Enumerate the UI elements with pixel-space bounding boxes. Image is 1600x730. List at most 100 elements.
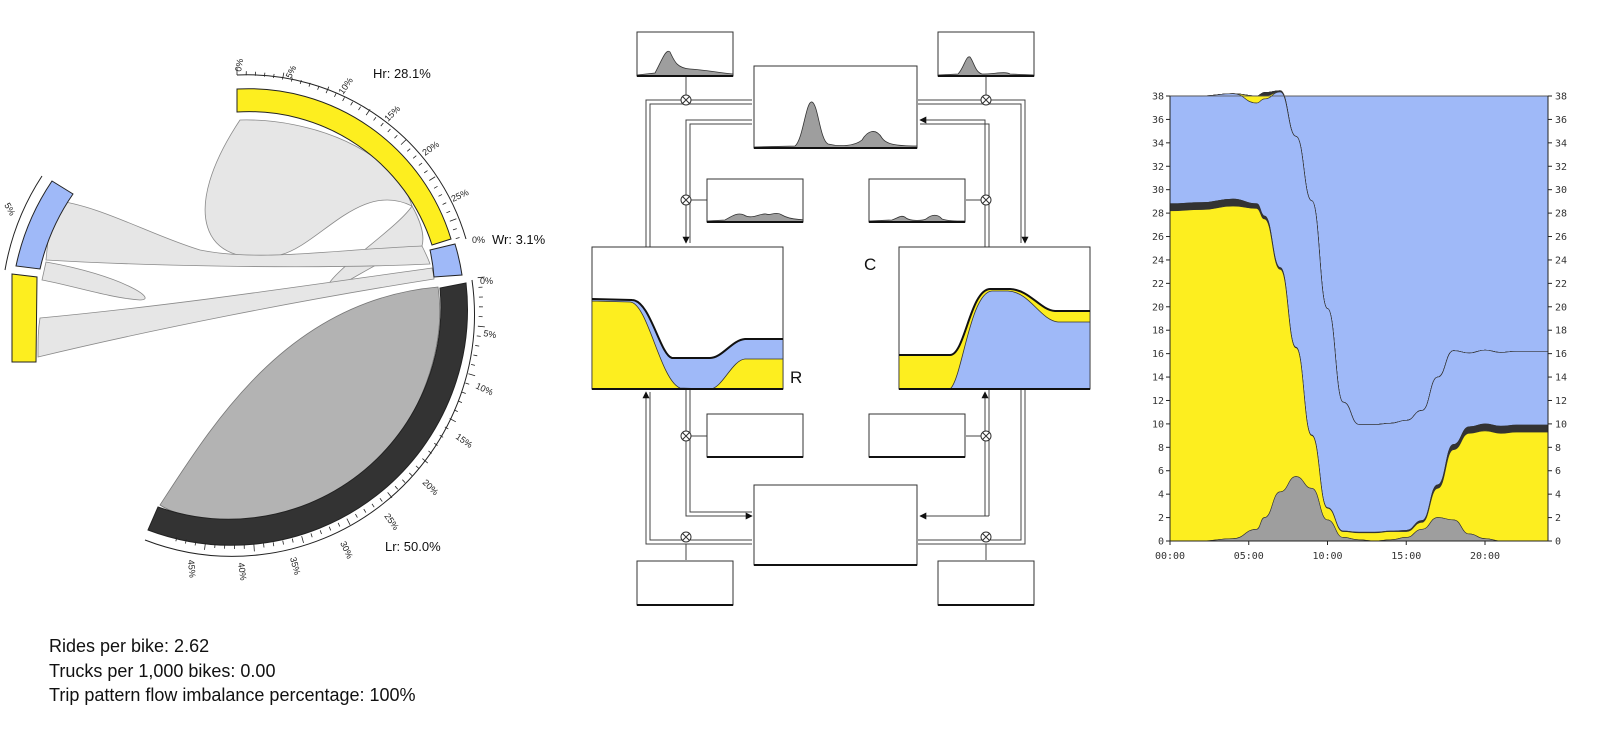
box-small-tr <box>937 31 1035 77</box>
stats-panel: Rides per bike: 2.62 Trucks per 1,000 bi… <box>49 634 416 708</box>
chord-label-hr: Hr: 28.1% <box>373 66 431 81</box>
box-small-tl <box>636 31 734 77</box>
y-tick-label-left: 32 <box>1152 162 1164 173</box>
chord-tick-label-0: 0% <box>233 58 245 73</box>
chord-tick-lr <box>346 518 351 526</box>
chord-tick-label-wr-0: 0% <box>472 235 485 245</box>
y-tick-label-right: 16 <box>1555 349 1567 360</box>
y-tick-label-right: 0 <box>1555 537 1561 548</box>
y-tick-label-right: 28 <box>1555 209 1567 220</box>
chord-tick-hr <box>446 210 451 214</box>
y-tick-label-right: 24 <box>1555 255 1567 266</box>
chord-tick-lr <box>282 540 284 545</box>
connector-bottom-left-outer-b <box>649 392 752 541</box>
chord-tick-hr <box>455 237 460 240</box>
chord-ribbon-lr-self <box>159 286 441 521</box>
chord-tick-label-lr-5: 5% <box>483 328 498 340</box>
connector-top-right-outer-b <box>918 103 1022 243</box>
chord-tick-label-25: 25% <box>450 187 471 204</box>
flow-mult-nodes <box>680 94 992 543</box>
chord-tick-lr <box>204 542 206 550</box>
connector-bottom-right-outer-b <box>918 390 1022 541</box>
chord-tick-hr <box>429 176 436 181</box>
chord-tick-lr <box>475 345 480 347</box>
chord-tick-lr <box>439 434 444 438</box>
y-tick-label-left: 20 <box>1152 302 1164 313</box>
connector-top-right-outer <box>918 99 1029 244</box>
chord-tick-label-lr-30: 30% <box>338 540 355 561</box>
chord-tick-hr <box>290 77 293 82</box>
chord-tick-lr <box>465 382 470 385</box>
chord-tick-label-lr-40: 40% <box>236 562 248 581</box>
chord-tick-hr <box>423 170 428 174</box>
chord-tick-label-lr-0: 0% <box>480 276 493 286</box>
chord-tick-label-15: 15% <box>382 104 402 124</box>
chord-ribbon-wr-lr <box>37 267 435 358</box>
chord-tick-lr <box>194 541 197 546</box>
chord-tick-lr <box>468 373 476 377</box>
chord-tick-hr <box>412 155 417 159</box>
box-small-bbl <box>636 560 734 606</box>
mult-node-tl <box>680 94 692 106</box>
y-tick-label-left: 8 <box>1158 443 1164 454</box>
chord-tick-label-20: 20% <box>420 139 440 158</box>
y-tick-label-left: 10 <box>1152 419 1164 430</box>
chord-tick-hr <box>350 101 353 106</box>
chord-arc-wr <box>429 243 463 278</box>
y-tick-label-left: 18 <box>1152 326 1164 337</box>
chord-tick-label-lr-10: 10% <box>474 381 495 398</box>
chord-tick-lr <box>337 522 341 527</box>
box-large-right <box>898 246 1091 390</box>
mult-node-bbr <box>980 531 992 543</box>
area-layers <box>1169 90 1549 542</box>
chord-tick-lr <box>415 465 420 469</box>
y-tick-label-right: 26 <box>1555 232 1567 243</box>
chord-arc-left-yellow <box>11 273 38 363</box>
mult-node-ml <box>680 194 692 206</box>
chord-tick-hr <box>317 85 320 90</box>
box-large-bottom <box>753 484 918 566</box>
chord-tick-lr <box>272 542 275 547</box>
chord-tick-hr <box>365 109 371 116</box>
connector-top-right-inner-b <box>920 123 990 247</box>
chord-tick-hr <box>406 148 411 152</box>
chord-tick-hr <box>452 228 457 231</box>
chord-tick-lr <box>434 442 438 446</box>
chord-tick-lr <box>422 458 429 464</box>
chord-arc-hr <box>236 88 452 246</box>
chord-tick-hr <box>273 73 275 78</box>
chord-tick-lr <box>363 508 367 513</box>
chord-tick-hr <box>438 194 443 197</box>
chord-tick-ring-left <box>4 175 43 271</box>
chord-tick-lr <box>477 325 485 328</box>
chord-tick-hr <box>308 82 311 87</box>
chord-tick-lr <box>328 526 332 531</box>
chord-tick-label-10: 10% <box>336 76 355 96</box>
mult-node-br <box>980 430 992 442</box>
chord-tick-label-lr-20: 20% <box>421 477 441 497</box>
y-tick-label-right: 30 <box>1555 185 1567 196</box>
chord-tick-lr <box>461 391 466 394</box>
chord-tick-ring-lr <box>144 279 475 557</box>
chord-tick-hr <box>299 79 302 85</box>
chord-ticks <box>175 68 485 552</box>
chord-tick-hr <box>380 122 384 127</box>
y-tick-label-right: 2 <box>1555 513 1561 524</box>
chord-tick-lr <box>291 538 294 543</box>
y-tick-label-left: 2 <box>1158 513 1164 524</box>
chord-tick-lr <box>394 485 399 490</box>
y-tick-label-left: 0 <box>1158 537 1164 548</box>
box-large-top <box>753 65 918 149</box>
y-tick-label-left: 38 <box>1152 92 1164 103</box>
connector-top-left-outer-b <box>649 103 752 247</box>
x-tick-label: 15:00 <box>1391 551 1421 562</box>
y-tick-label-right: 12 <box>1555 396 1567 407</box>
box-large-left <box>591 246 784 390</box>
chord-tick-lr <box>473 354 478 357</box>
y-tick-label-left: 14 <box>1152 373 1164 384</box>
chord-tick-label-left-5: 5% <box>2 201 17 217</box>
chord-tick-lr <box>175 537 178 542</box>
chord-tick-hr <box>442 202 447 205</box>
